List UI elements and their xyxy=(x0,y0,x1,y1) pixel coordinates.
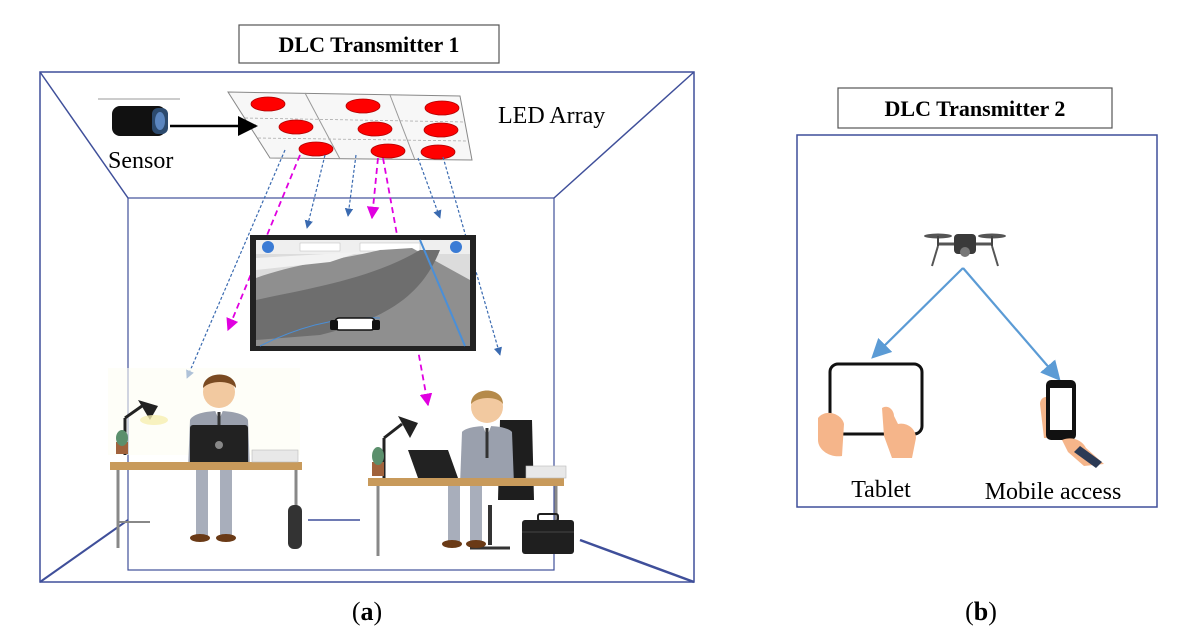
led-light xyxy=(278,119,314,135)
light-beam-arrow xyxy=(442,156,502,356)
car-icon xyxy=(330,317,380,331)
sensor-label: Sensor xyxy=(108,148,173,174)
led-light xyxy=(298,141,334,157)
sensor-icon xyxy=(98,98,180,136)
panel-b-title-box: DLC Transmitter 2 xyxy=(837,87,1113,129)
panel-b-frame xyxy=(796,134,1158,508)
led-array-label: LED Array xyxy=(498,103,605,129)
led-light xyxy=(423,122,459,138)
plant-icon xyxy=(372,447,384,476)
led-light xyxy=(424,100,460,116)
tablet-icon xyxy=(818,362,924,458)
data-beam-arrow xyxy=(366,157,380,220)
led-light xyxy=(420,144,456,160)
drone-to-mobile-link xyxy=(962,267,1061,381)
mobile-label: Mobile access xyxy=(985,479,1122,505)
light-beam-arrow xyxy=(344,154,357,217)
plant-icon xyxy=(116,430,128,454)
office-worker-left xyxy=(108,368,302,549)
led-light xyxy=(357,121,393,137)
panel-a-title: DLC Transmitter 1 xyxy=(279,32,460,57)
drone-to-tablet-link xyxy=(871,267,964,359)
led-light xyxy=(250,96,286,112)
led-lights xyxy=(250,96,460,160)
light-beams xyxy=(186,149,502,379)
panel-a-title-box: DLC Transmitter 1 xyxy=(238,24,500,64)
led-array-panel xyxy=(227,91,473,161)
office-worker-right xyxy=(368,390,574,556)
panel-b: DLC Transmitter 2 Tablet xyxy=(796,87,1158,626)
led-light xyxy=(345,98,381,114)
panel-b-caption: (b) xyxy=(965,597,997,626)
briefcase-icon xyxy=(522,513,574,554)
panel-a: DLC Transmitter 1 xyxy=(39,24,695,626)
light-beam-arrow xyxy=(417,157,442,219)
wall-screen xyxy=(250,235,476,351)
desk-lamp-icon xyxy=(382,416,418,478)
panel-a-caption: (a) xyxy=(352,597,382,626)
led-light xyxy=(370,143,406,159)
light-beam-arrow xyxy=(304,154,326,229)
drone-icon xyxy=(924,233,1006,267)
room-outline xyxy=(39,71,695,584)
panel-b-title: DLC Transmitter 2 xyxy=(885,96,1066,121)
mobile-phone-icon xyxy=(1040,380,1104,468)
light-beam-arrow xyxy=(186,149,286,379)
tablet-label: Tablet xyxy=(851,477,911,503)
